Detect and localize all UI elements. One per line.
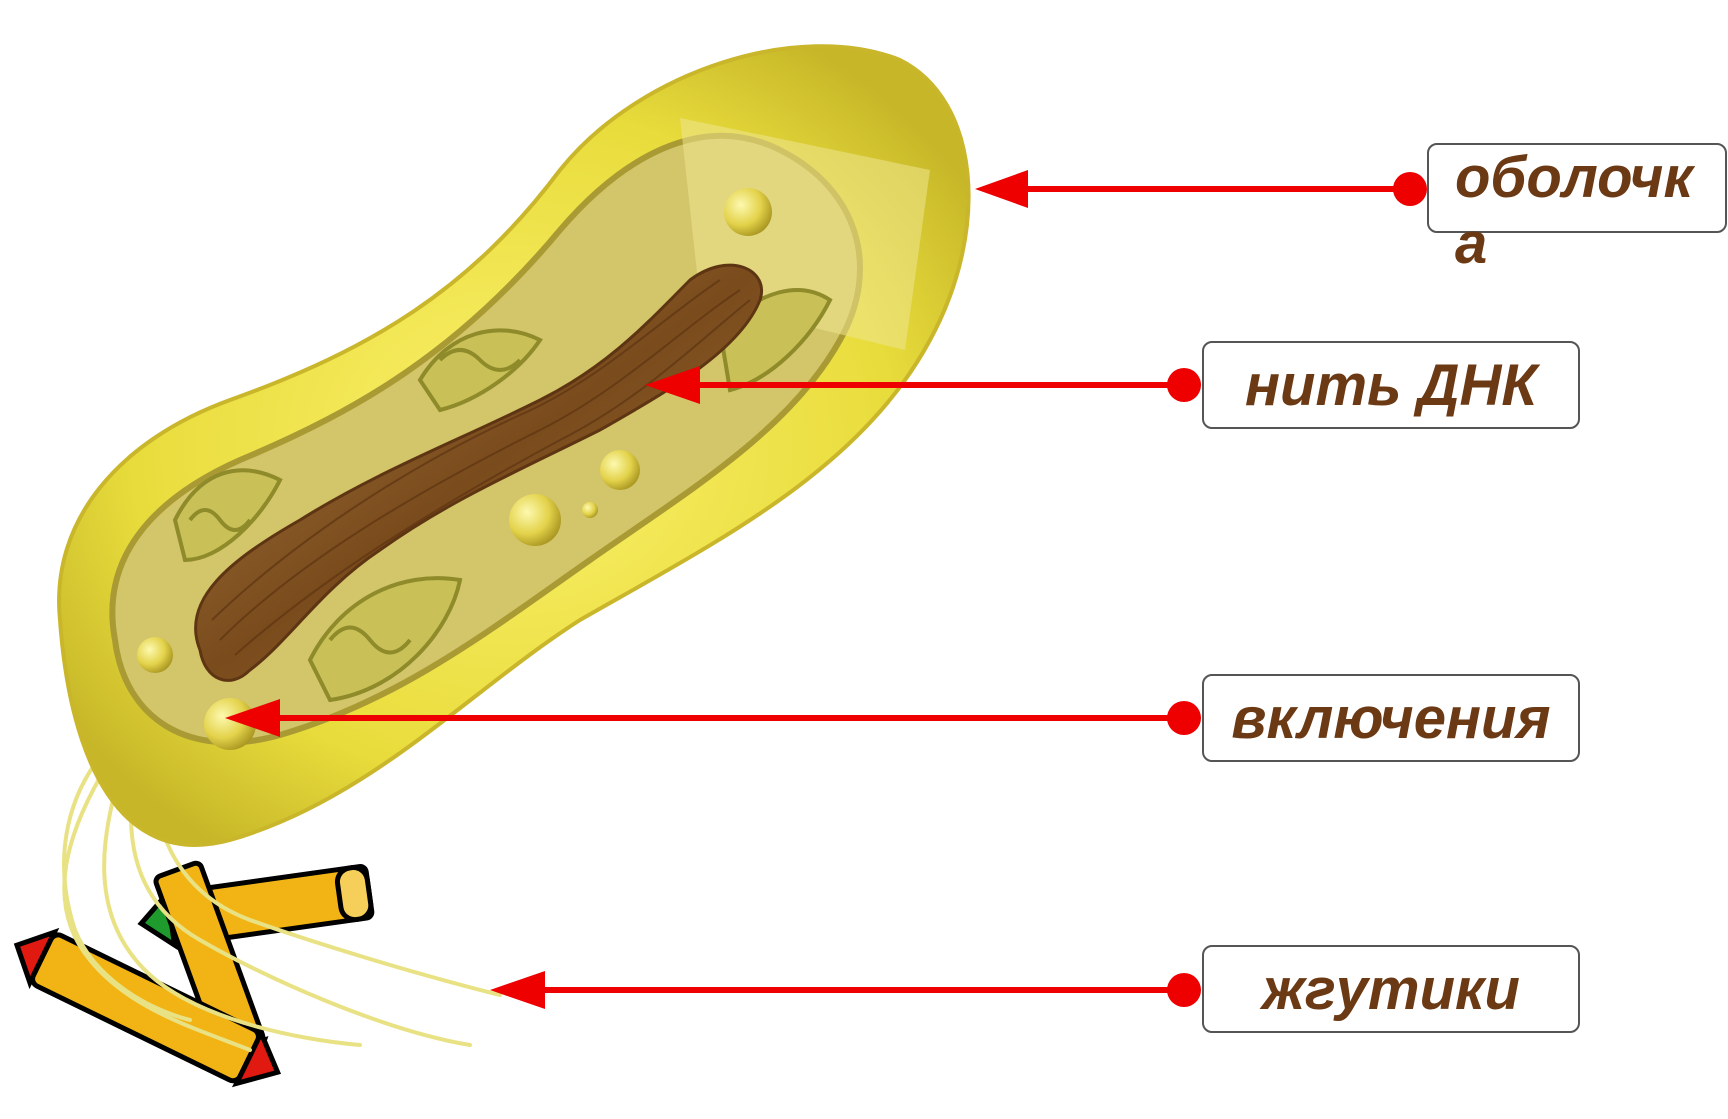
- label-membrane-text: оболочка: [1455, 145, 1719, 277]
- pointer-flagella: [490, 971, 1201, 1009]
- label-inclusions-text: включения: [1231, 685, 1550, 752]
- label-dna-strand: нить ДНК: [1202, 341, 1580, 429]
- label-flagella: жгутики: [1202, 945, 1580, 1033]
- label-membrane: оболочка: [1427, 143, 1727, 233]
- bacterium-cell: [59, 46, 969, 845]
- label-dna-text: нить ДНК: [1245, 352, 1537, 419]
- pointer-membrane: [975, 170, 1427, 208]
- label-flagella-text: жгутики: [1262, 956, 1520, 1023]
- pencils-clipart: [5, 862, 373, 1098]
- label-inclusions: включения: [1202, 674, 1580, 762]
